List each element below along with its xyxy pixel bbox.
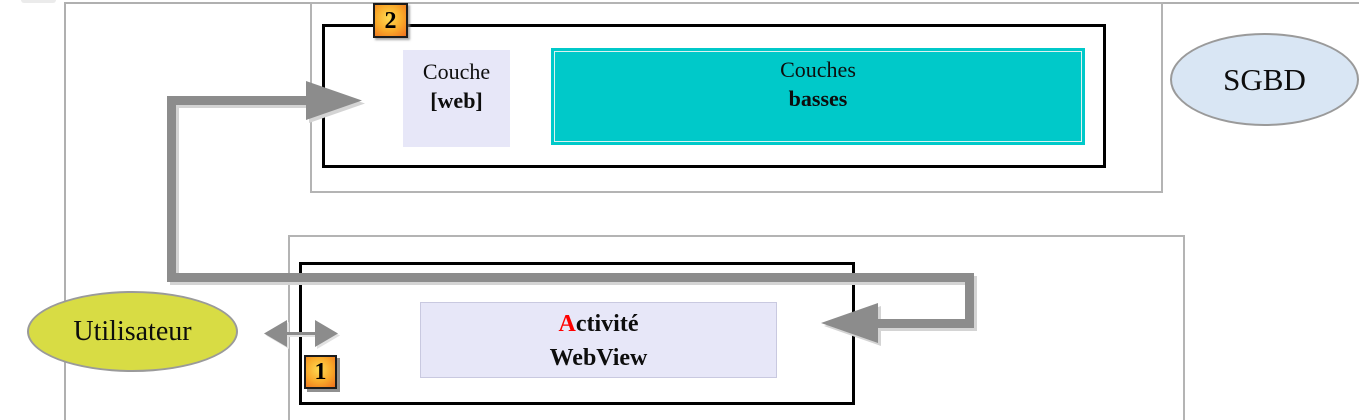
user-label: Utilisateur <box>73 315 192 347</box>
activity-accent-letter: A <box>558 311 576 337</box>
lower-layers-label-line1: Couches <box>780 57 856 82</box>
lower-layers-node: Couches basses <box>551 48 1085 145</box>
webview-activity-label-line2: WebView <box>549 345 648 371</box>
user-ellipse: Utilisateur <box>27 291 238 372</box>
sgbd-ellipse: SGBD <box>1170 33 1359 126</box>
web-layer-label-line1: Couche <box>422 59 491 84</box>
lower-layers-label-line2: basses <box>788 86 848 111</box>
webview-activity-node: Activité WebView <box>420 302 777 378</box>
web-layer-label-line2: [web] <box>430 88 483 113</box>
clipped-shape-fragment <box>21 0 56 3</box>
web-layer-node: Couche [web] <box>403 50 510 147</box>
bottom-container <box>288 235 1185 420</box>
sgbd-label: SGBD <box>1223 61 1306 97</box>
step-badge-2: 2 <box>373 3 408 38</box>
webview-activity-label-line1: Activité <box>421 307 776 341</box>
step-badge-1: 1 <box>304 355 337 389</box>
activity-rest-letters: ctivité <box>575 311 639 337</box>
